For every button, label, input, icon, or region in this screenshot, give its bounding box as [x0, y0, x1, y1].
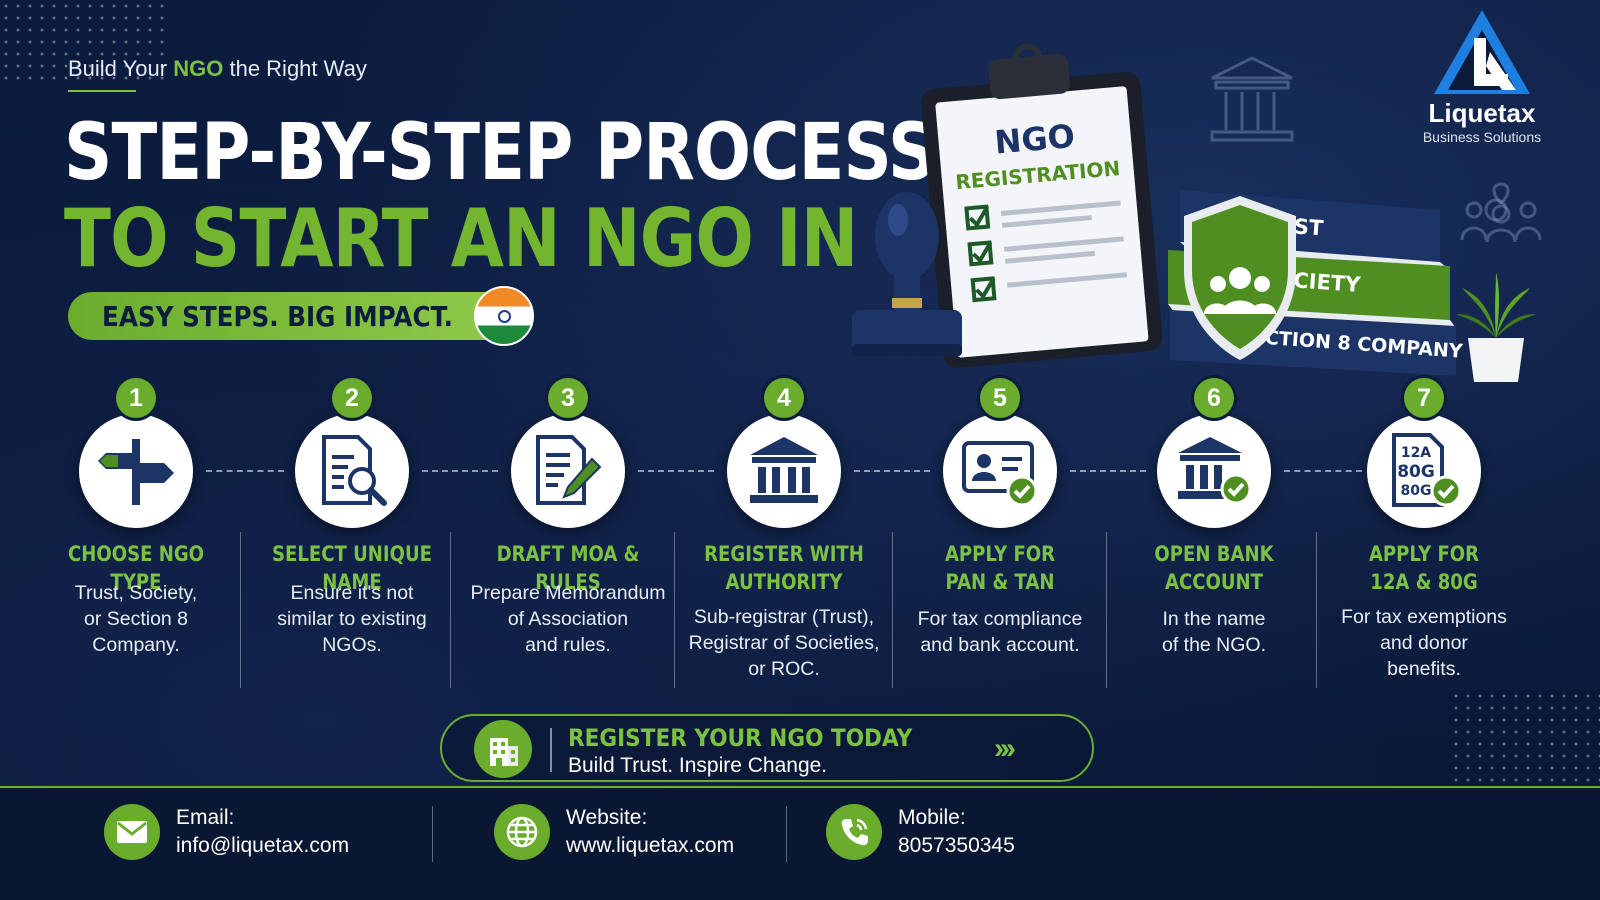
phone-link[interactable]: 8057350345: [898, 834, 1015, 857]
tagline-suffix: the Right Way: [229, 56, 367, 81]
brand-name: Liquetax: [1428, 98, 1536, 128]
globe-icon: [494, 804, 550, 860]
step-title: REGISTER WITH AUTHORITY: [704, 542, 864, 594]
step-connector: [422, 470, 498, 472]
step-divider: [892, 532, 893, 688]
step-icon-circle: [1157, 414, 1271, 528]
id-card-check-icon: [962, 441, 1038, 507]
step-description: For tax compliance and bank account.: [917, 608, 1083, 656]
step-description: Sub-registrar (Trust), Registrar of Soci…: [688, 606, 880, 680]
ghost-community-icon: [1484, 198, 1508, 222]
impact-text: EASY STEPS. BIG IMPACT.: [102, 299, 454, 333]
cta-title: REGISTER YOUR NGO TODAY: [568, 724, 913, 752]
step-description: Ensure it's not similar to existing NGOs…: [277, 582, 427, 656]
step-number: 5: [980, 378, 1020, 418]
tagline: Build Your NGO the Right Way: [68, 56, 367, 82]
step-divider: [674, 532, 675, 688]
svg-text:12A: 12A: [1401, 445, 1431, 461]
step-icon-circle: 12A 80G 80G: [1367, 414, 1481, 528]
footer-divider: [432, 806, 433, 862]
svg-text:80G: 80G: [1397, 462, 1435, 482]
cta-divider: [550, 728, 552, 772]
certificate-check-icon: 12A 80G 80G: [1392, 433, 1462, 507]
tagline-prefix: Build Your: [68, 56, 168, 81]
stamp-icon: [852, 192, 962, 356]
step-title: DRAFT MOA & RULES: [496, 542, 640, 594]
step-title: CHOOSE NGO TYPE: [67, 542, 204, 594]
step-icon-circle: [511, 414, 625, 528]
step-title: OPEN BANK ACCOUNT: [1154, 542, 1274, 594]
cta-subtitle: Build Trust. Inspire Change.: [568, 754, 828, 777]
step-connector: [1284, 470, 1362, 472]
plant-icon: [1456, 272, 1536, 382]
website-link[interactable]: www.liquetax.com: [566, 834, 735, 857]
phone-icon: [826, 804, 882, 860]
contact-label: Email:: [176, 806, 235, 829]
step-description: Prepare Memorandum of Association and ru…: [470, 582, 666, 656]
svg-text:80G: 80G: [1401, 483, 1432, 499]
step-description: In the name of the NGO.: [1161, 608, 1267, 656]
step-icon-circle: [943, 414, 1057, 528]
step-number: 7: [1404, 378, 1444, 418]
ngo-registration-illustration: NGO REGISTRATION TRU: [850, 20, 1508, 380]
brand-logo[interactable]: Liquetax Business Solutions: [1412, 8, 1552, 148]
step-icon-circle: [295, 414, 409, 528]
email-link[interactable]: info@liquetax.com: [176, 834, 350, 857]
document-edit-icon: [536, 435, 602, 505]
step-description: For tax exemptions and donor benefits.: [1341, 606, 1507, 680]
dot-pattern-bottom-right: [1450, 690, 1600, 800]
ghost-building-icon: [1210, 56, 1294, 142]
step-title: APPLY FOR PAN & TAN: [944, 542, 1056, 594]
register-cta-button[interactable]: REGISTER YOUR NGO TODAY Build Trust. Ins…: [440, 714, 1094, 782]
step-number: 4: [764, 378, 804, 418]
government-building-icon: [750, 437, 818, 503]
step-title: SELECT UNIQUE NAME: [272, 542, 432, 594]
step-icon-circle: [727, 414, 841, 528]
step-connector: [638, 470, 714, 472]
footer-divider: [786, 806, 787, 862]
step-divider: [1316, 532, 1317, 688]
step-number: 6: [1194, 378, 1234, 418]
step-divider: [1106, 532, 1107, 688]
step-icon-circle: [79, 414, 193, 528]
signpost-icon: [98, 439, 174, 505]
step-description: Trust, Society, or Section 8 Company.: [74, 582, 198, 656]
tagline-accent: NGO: [173, 56, 224, 81]
contact-label: Website:: [566, 806, 648, 829]
dot-pattern-top-left: [0, 0, 170, 80]
steps-section: 1 CHOOSE NGO TYPE Trust, Society, or Sec…: [28, 378, 1568, 698]
step-title: APPLY FOR 12A & 80G: [1368, 542, 1480, 594]
step-connector: [206, 470, 284, 472]
ghost-people-icon: [1460, 182, 1542, 243]
india-flag-icon: [474, 286, 534, 346]
bank-check-icon: [1178, 437, 1252, 505]
email-icon: [104, 804, 160, 860]
chevrons-right-icon: ›››: [994, 732, 1016, 765]
step-divider: [450, 532, 451, 688]
step-number: 1: [116, 378, 156, 418]
impact-badge: EASY STEPS. BIG IMPACT.: [68, 292, 508, 340]
step-number: 3: [548, 378, 588, 418]
step-divider: [240, 532, 241, 688]
contact-label: Mobile:: [898, 806, 966, 829]
brand-subtitle: Business Solutions: [1422, 129, 1542, 145]
document-search-icon: [322, 435, 387, 506]
office-building-icon: [474, 720, 532, 778]
svg-text:NGO: NGO: [993, 117, 1076, 162]
page-title-line1: STEP-BY-STEP PROCESS: [64, 108, 936, 198]
shield-community-icon: [1184, 196, 1296, 360]
step-connector: [1070, 470, 1146, 472]
liquetax-logo-icon: [1434, 10, 1530, 94]
step-connector: [854, 470, 930, 472]
contact-footer: Email: info@liquetax.com Website: www.li…: [0, 786, 1600, 900]
step-number: 2: [332, 378, 372, 418]
tagline-underline: [68, 90, 136, 92]
